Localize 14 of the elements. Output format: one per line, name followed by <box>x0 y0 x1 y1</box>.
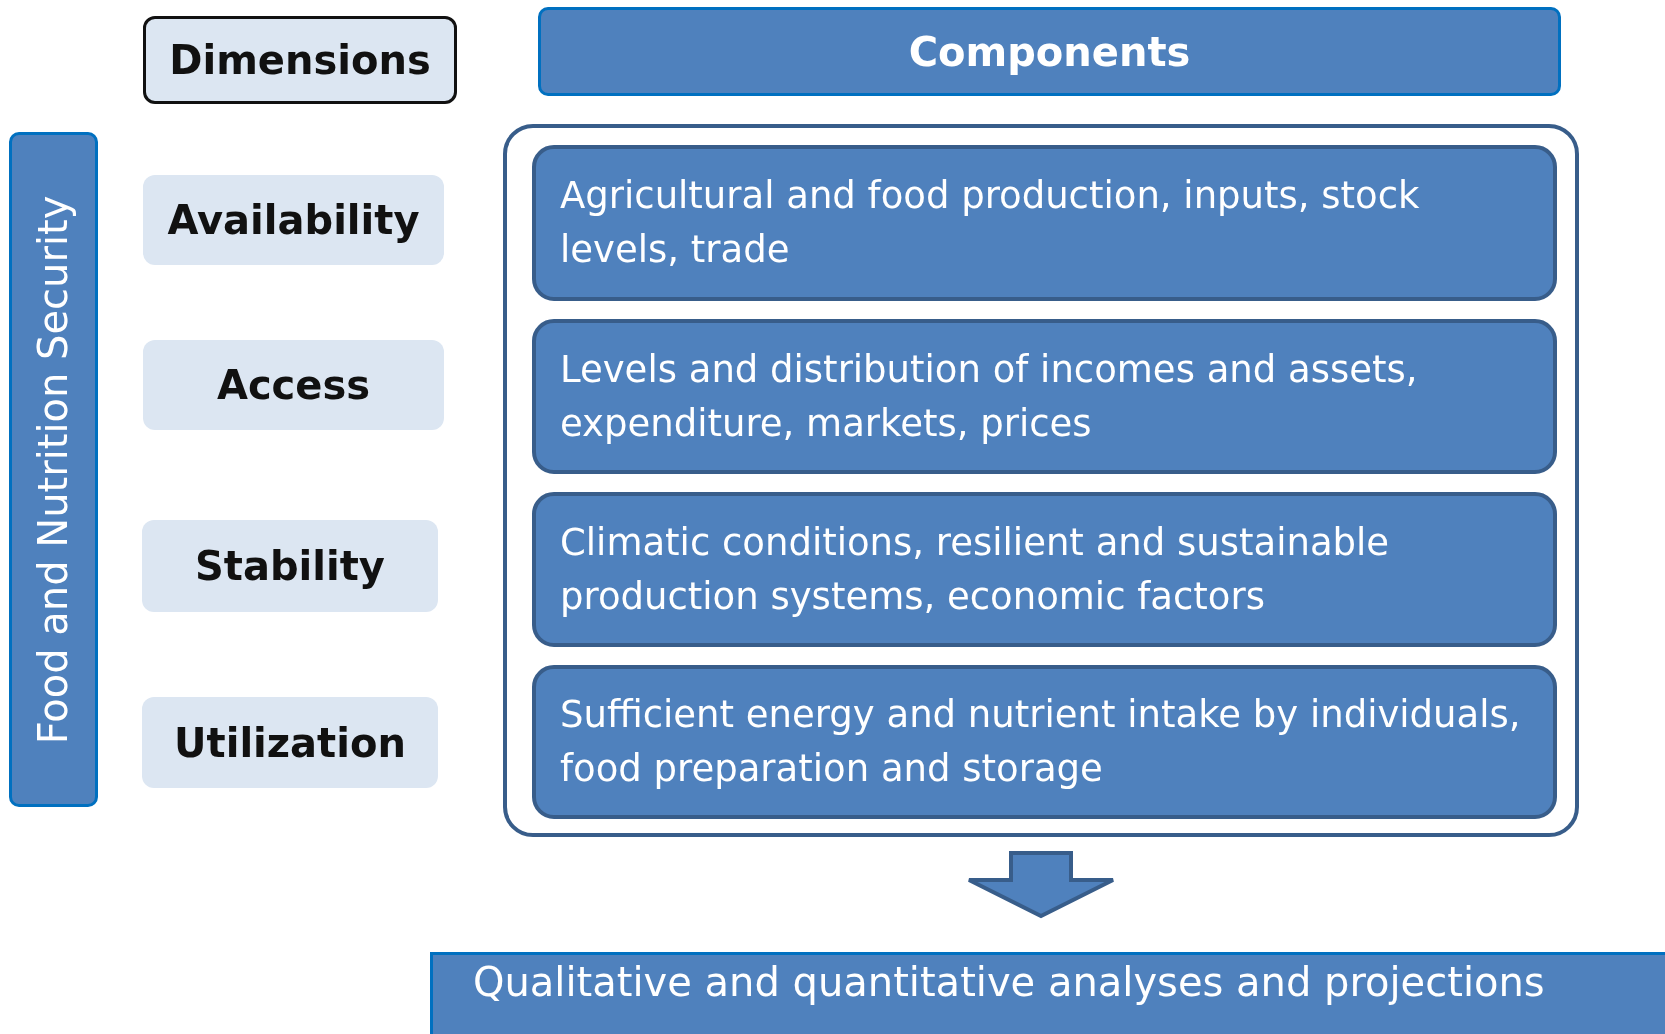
result-banner: Qualitative and quantitative analyses and projections <box>430 952 1665 1034</box>
component-box: Levels and distribution of incomes and assets, expenditure, markets, prices <box>532 319 1557 474</box>
component-box: Sufficient energy and nutrient intake by individuals, food preparation and storage <box>532 665 1557 819</box>
dimension-box: Availability <box>143 175 444 265</box>
dimensions-header: Dimensions <box>143 16 457 104</box>
block-arrow <box>967 851 1115 919</box>
vertical-banner: Food and Nutrition Security <box>9 132 98 807</box>
dimension-box: Utilization <box>142 697 438 788</box>
container-frame <box>503 124 1579 837</box>
component-box: Climatic conditions, resilient and sustainable production systems, economic factors <box>532 492 1557 647</box>
components-header: Components <box>538 7 1561 96</box>
component-box: Agricultural and food production, inputs, stock levels, trade <box>532 145 1557 301</box>
dimension-box: Access <box>143 340 444 430</box>
dimension-box: Stability <box>142 520 438 612</box>
